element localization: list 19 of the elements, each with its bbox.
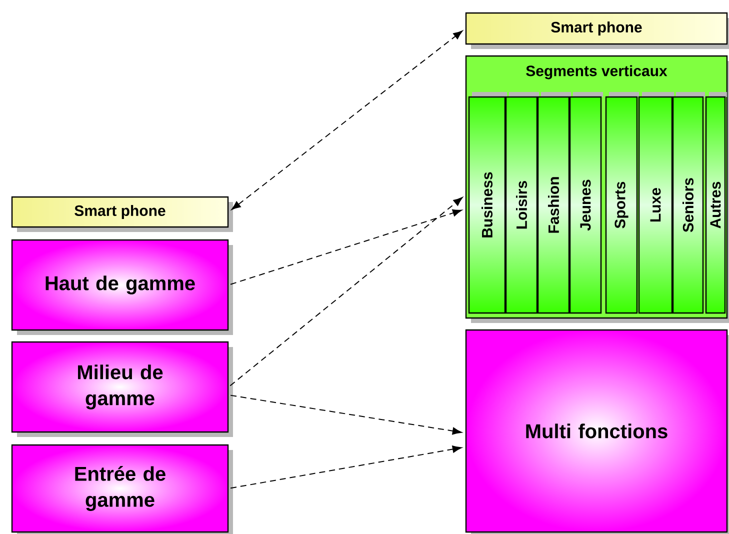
vertical-bar: Autres	[705, 96, 726, 314]
vertical-bar: Jeunes	[569, 96, 602, 314]
vertical-bar: Loisirs	[505, 96, 538, 314]
vertical-bar: Fashion	[537, 96, 570, 314]
header-box: Smart phone	[465, 12, 728, 45]
vertical-bar: Sports	[605, 96, 638, 314]
arrow	[230, 197, 463, 386]
arrow	[230, 209, 462, 285]
vertical-bar: Seniors	[672, 96, 704, 314]
vertical-bar: Business	[468, 96, 506, 314]
arrow	[231, 30, 463, 210]
segment-box: Milieu de gamme	[11, 341, 229, 433]
arrow	[230, 446, 462, 489]
segment-box: Haut de gamme	[11, 239, 229, 331]
segment-box: Entrée de gamme	[11, 444, 229, 533]
segment-box: Multi fonctions	[465, 329, 728, 533]
vertical-bar: Luxe	[638, 96, 673, 314]
arrow	[230, 394, 462, 435]
header-box: Smart phone	[11, 196, 229, 228]
